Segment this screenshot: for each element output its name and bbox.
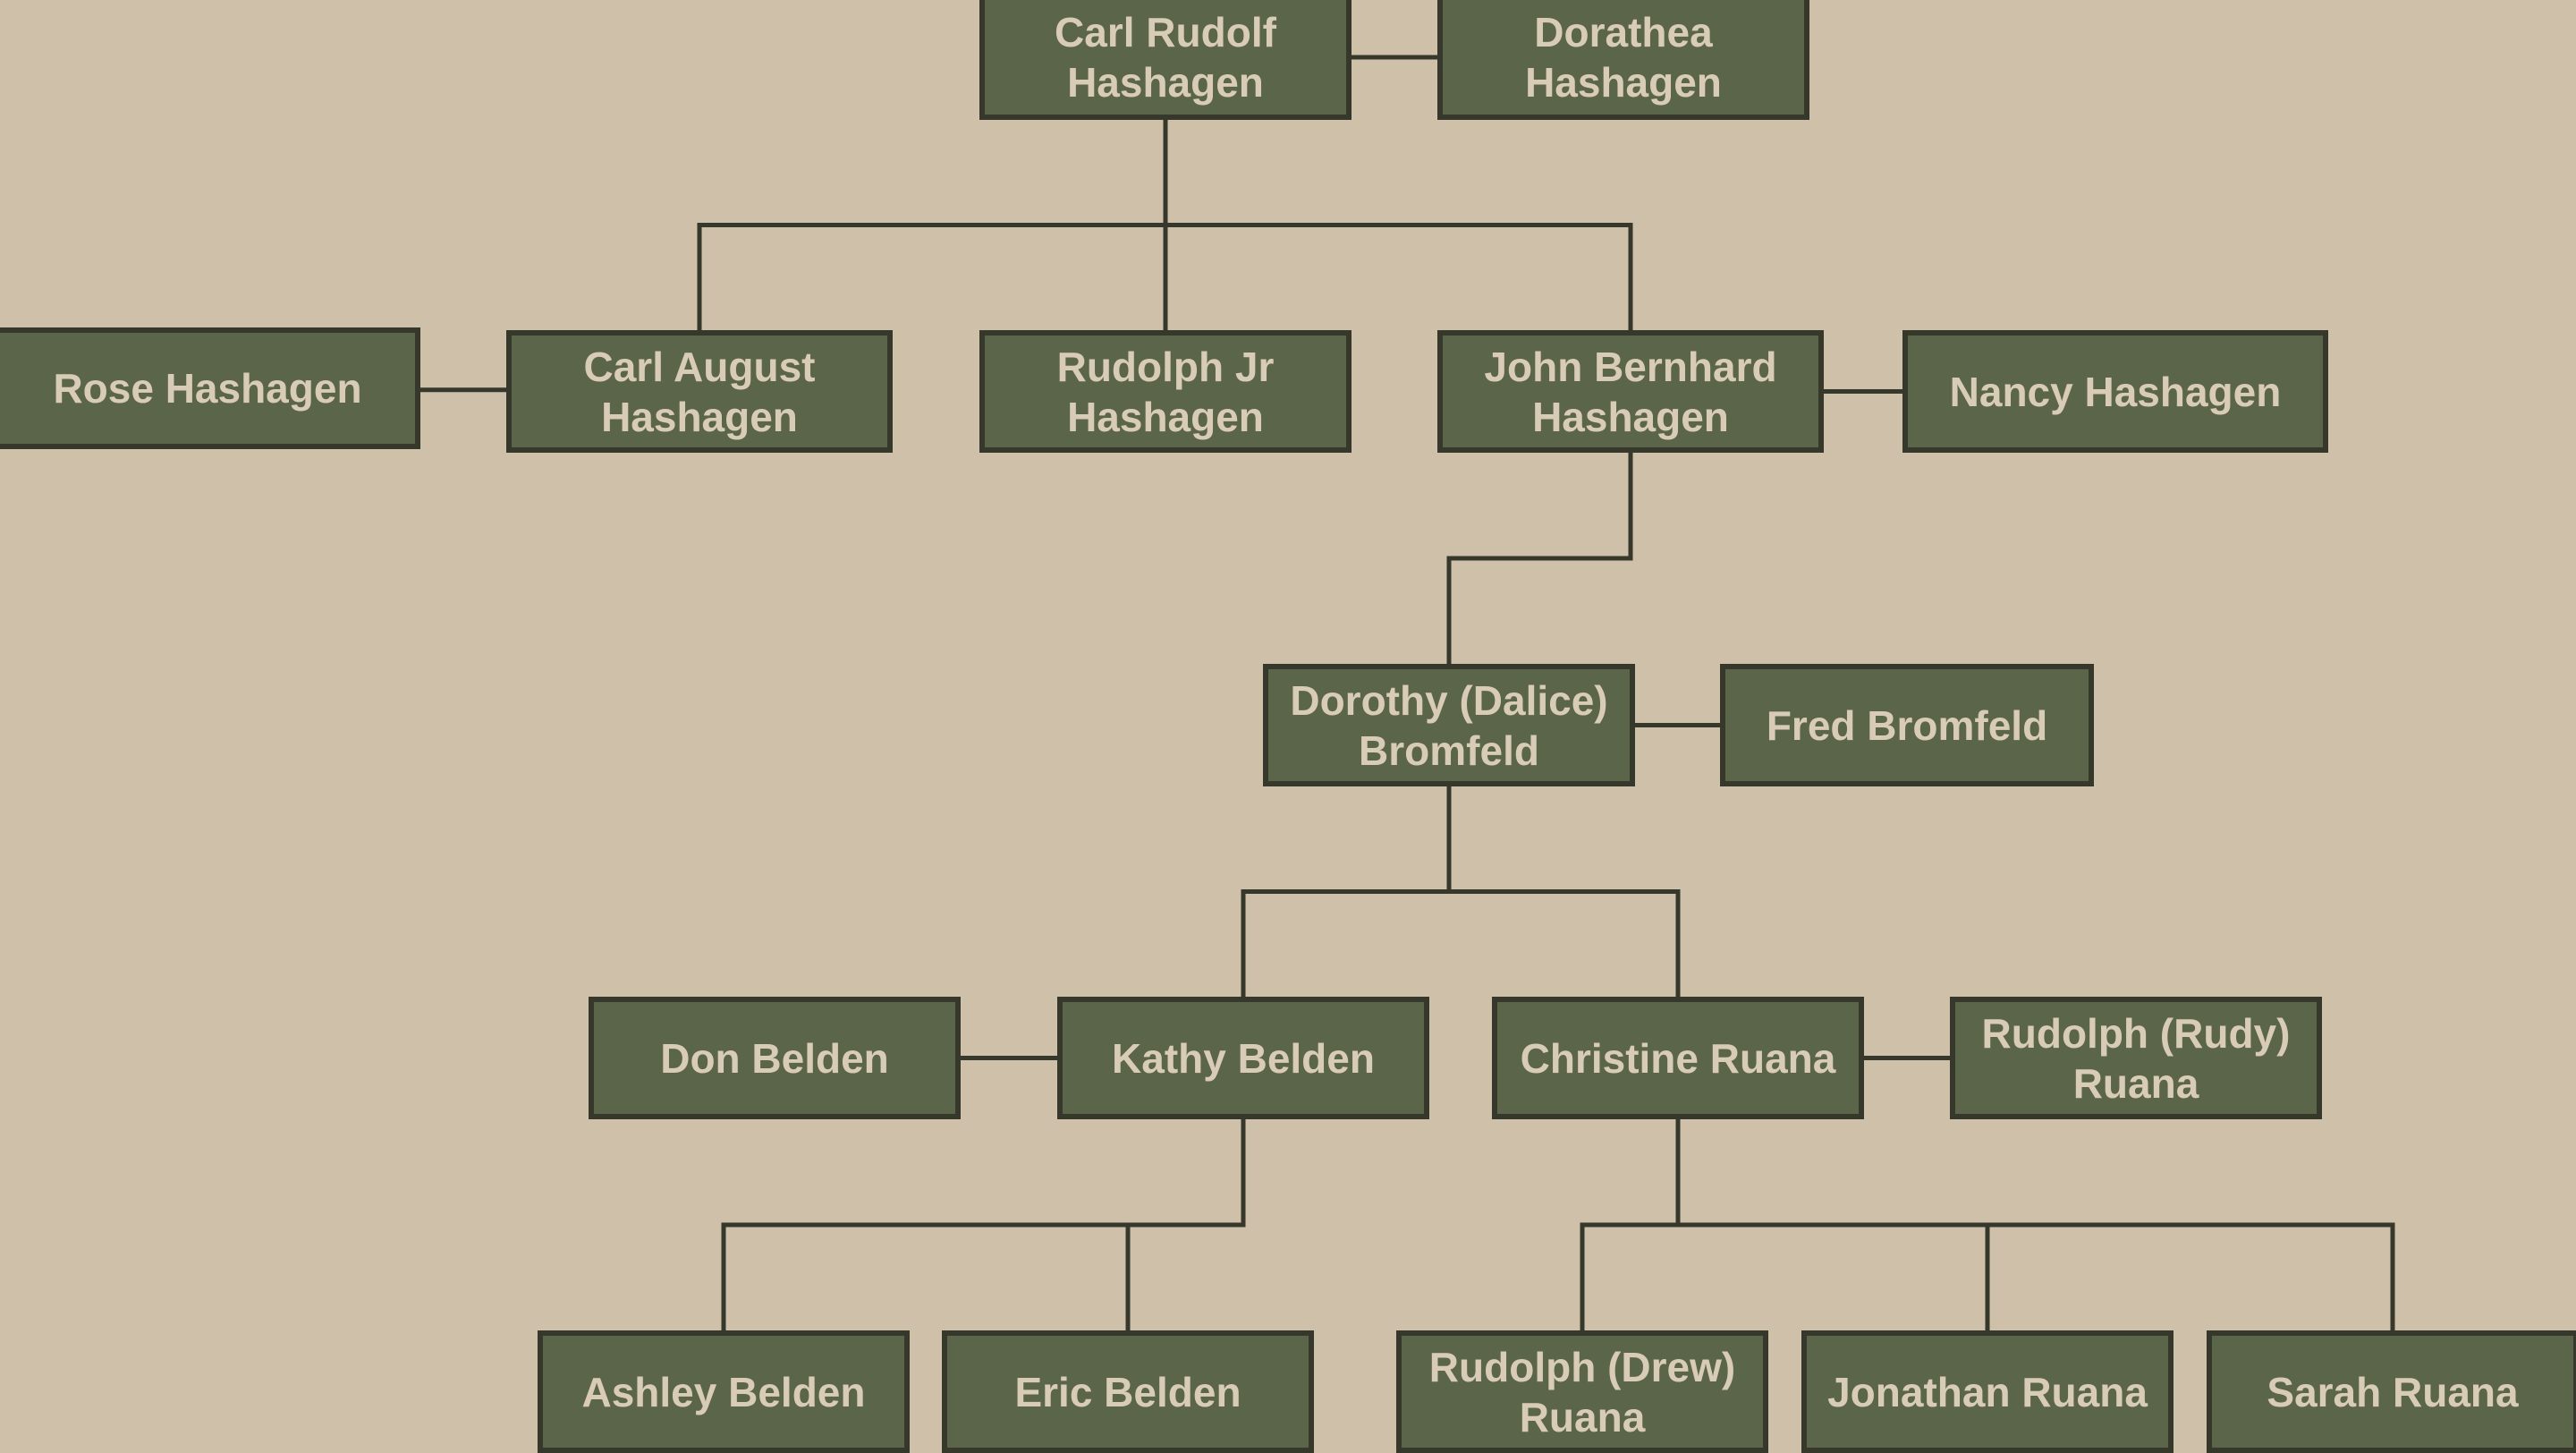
- person-christine-ruana: Christine Ruana: [1492, 997, 1864, 1119]
- person-dorothy-bromfeld: Dorothy (Dalice) Bromfeld: [1263, 664, 1635, 786]
- person-rudolph-jr-hashagen: Rudolph Jr Hashagen: [979, 330, 1352, 453]
- person-dorathea-hashagen: Dorathea Hashagen: [1437, 0, 1809, 120]
- person-fred-bromfeld: Fred Bromfeld: [1720, 664, 2094, 786]
- person-kathy-belden: Kathy Belden: [1057, 997, 1429, 1119]
- person-carl-august-hashagen: Carl August Hashagen: [506, 330, 893, 453]
- person-rose-hashagen: Rose Hashagen: [0, 327, 420, 449]
- person-eric-belden: Eric Belden: [942, 1330, 1314, 1453]
- person-ashley-belden: Ashley Belden: [538, 1330, 910, 1453]
- person-sarah-ruana: Sarah Ruana: [2207, 1330, 2576, 1453]
- person-jonathan-ruana: Jonathan Ruana: [1801, 1330, 2174, 1453]
- person-don-belden: Don Belden: [589, 997, 961, 1119]
- person-rudolph-rudy-ruana: Rudolph (Rudy) Ruana: [1950, 997, 2322, 1119]
- person-rudolph-drew-ruana: Rudolph (Drew) Ruana: [1396, 1330, 1768, 1453]
- person-carl-rudolf-hashagen: Carl Rudolf Hashagen: [979, 0, 1352, 120]
- person-john-bernhard-hashagen: John Bernhard Hashagen: [1437, 330, 1824, 453]
- person-nancy-hashagen: Nancy Hashagen: [1902, 330, 2328, 453]
